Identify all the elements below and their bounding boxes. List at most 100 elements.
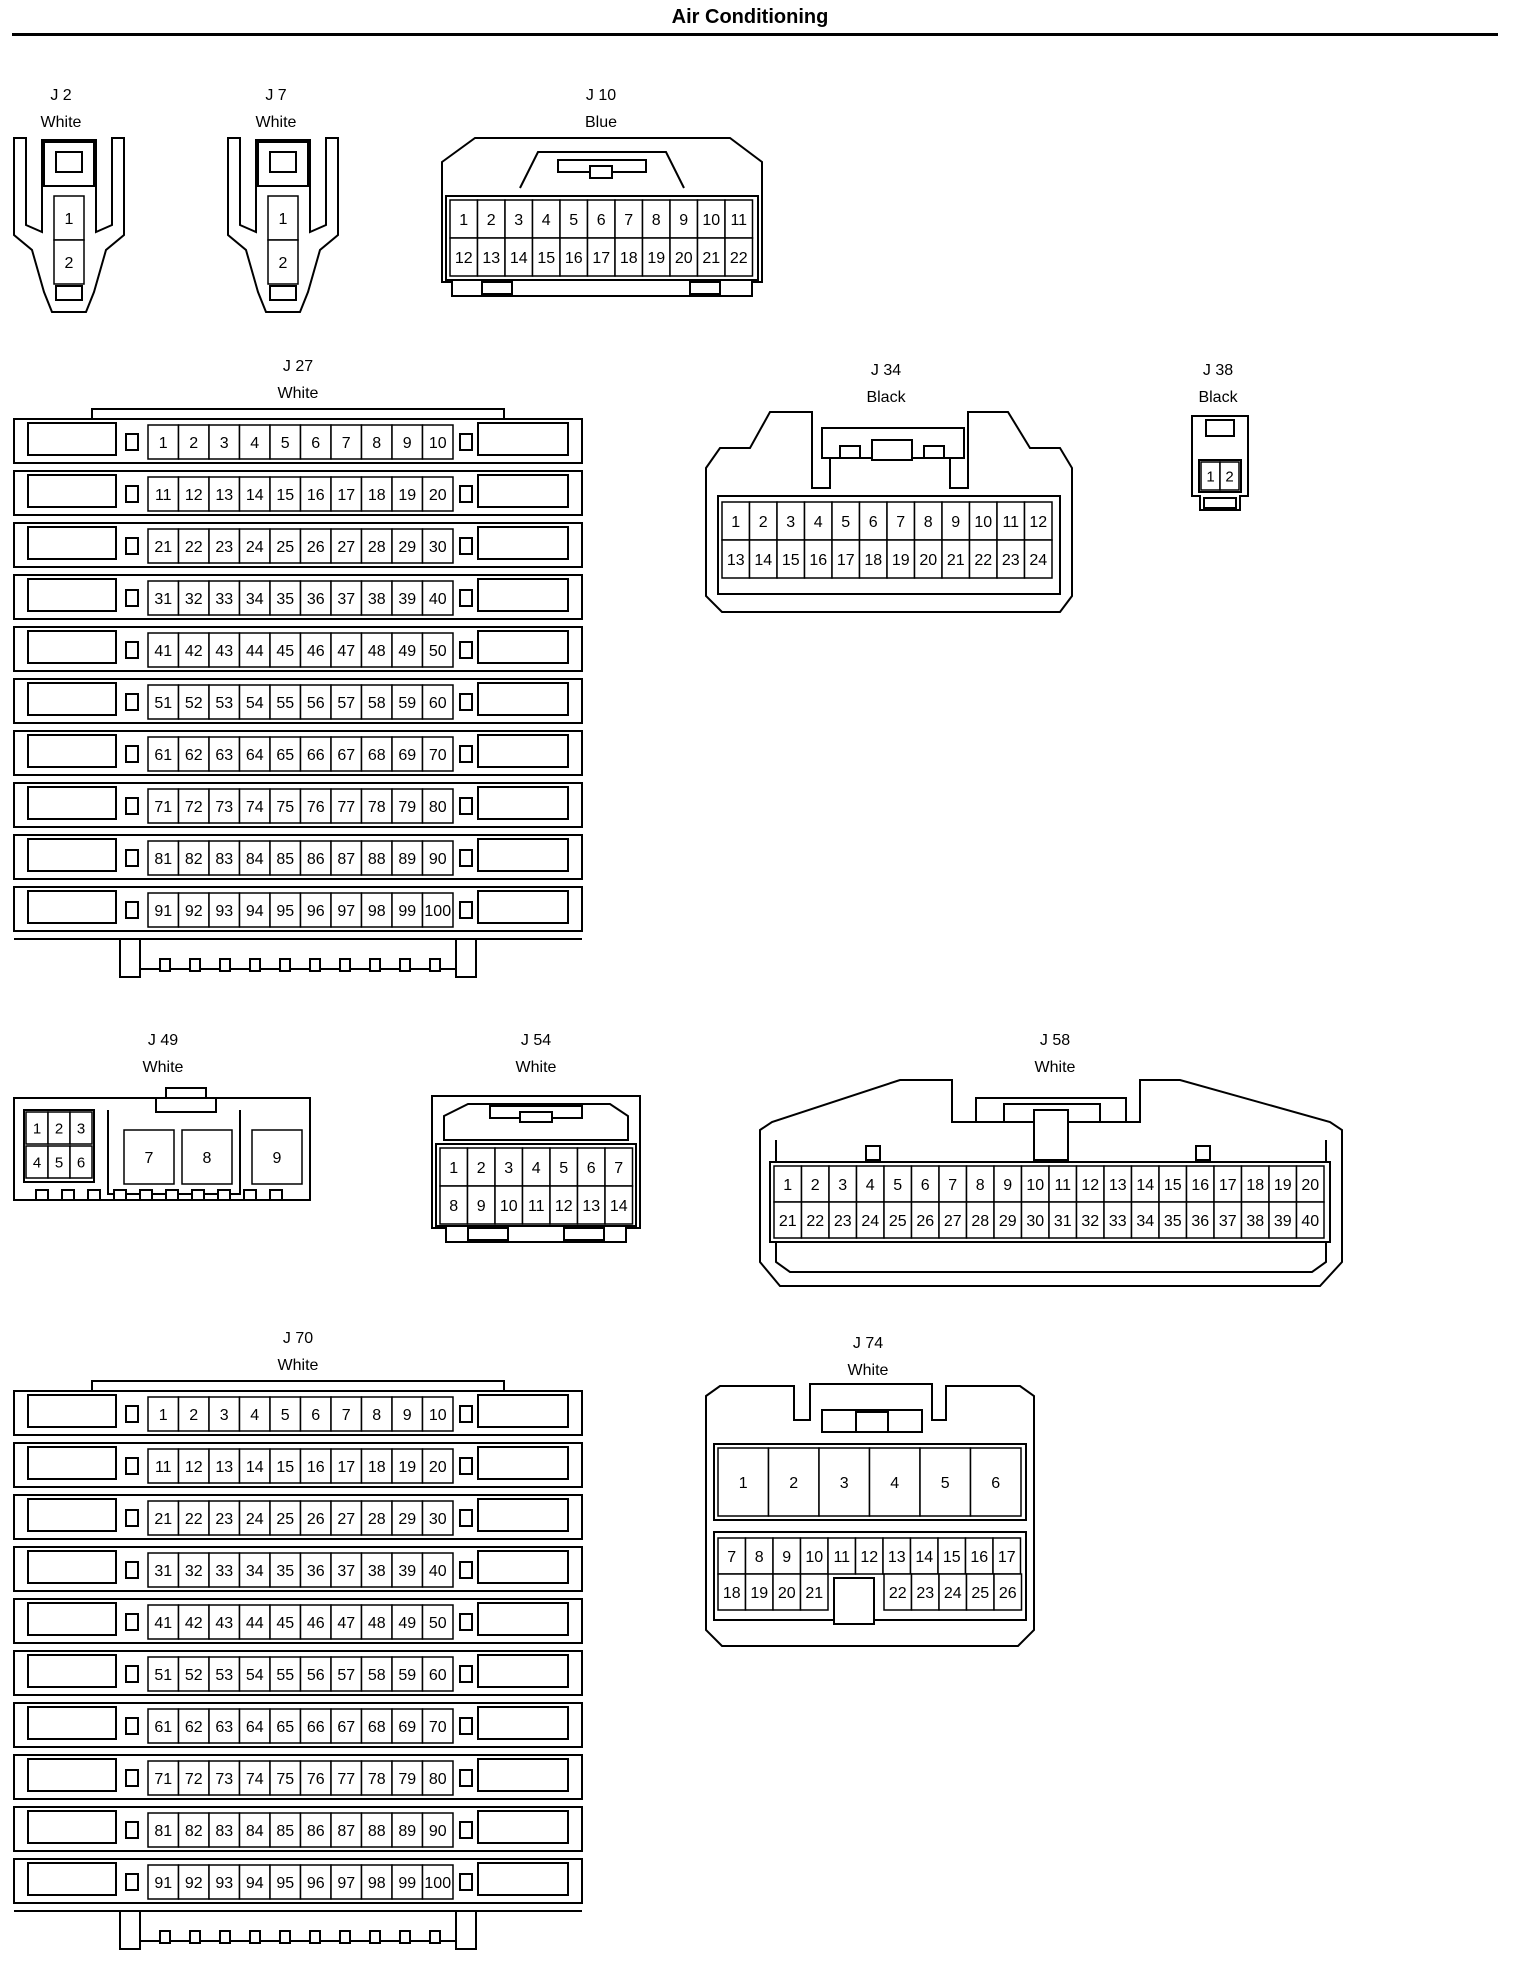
pin-cell bbox=[181, 1129, 233, 1185]
pin-cell bbox=[360, 1708, 393, 1744]
pin-cell bbox=[1213, 1165, 1243, 1203]
pin-number: 56 bbox=[307, 1667, 325, 1684]
row-key bbox=[459, 1509, 473, 1527]
connector-color: White bbox=[848, 1362, 889, 1379]
pin-cell bbox=[803, 539, 833, 579]
pin-number: 1 bbox=[1206, 468, 1214, 485]
pin-number: 84 bbox=[246, 851, 264, 868]
pin-number: 26 bbox=[307, 1511, 325, 1528]
pin-cell bbox=[669, 199, 699, 239]
pin-number: 26 bbox=[307, 539, 325, 556]
pin-cell bbox=[391, 1812, 424, 1848]
pin-number: 2 bbox=[189, 1407, 198, 1424]
pin-number: 2 bbox=[65, 255, 74, 272]
pin-cell bbox=[299, 580, 332, 616]
pin-cell bbox=[69, 1145, 93, 1179]
base-tooth bbox=[159, 1930, 171, 1944]
pin-cell bbox=[238, 1708, 271, 1744]
pin-cell bbox=[147, 840, 180, 876]
housing-outline bbox=[227, 137, 339, 313]
pin-number: 13 bbox=[482, 250, 500, 267]
housing-foot bbox=[191, 1189, 205, 1201]
pin-number: 96 bbox=[307, 1875, 325, 1892]
pin-cell bbox=[717, 1447, 770, 1517]
pin-number: 14 bbox=[246, 1459, 264, 1476]
connector-color: Blue bbox=[585, 114, 617, 131]
pin-cell bbox=[1130, 1165, 1160, 1203]
pin-number: 64 bbox=[246, 1719, 264, 1736]
pin-cell bbox=[559, 237, 589, 277]
housing-outline bbox=[1191, 415, 1249, 511]
pin-cell bbox=[1185, 1201, 1215, 1239]
pin-cell bbox=[267, 195, 299, 241]
pin-cell bbox=[549, 1185, 579, 1225]
pin-cell bbox=[208, 1448, 241, 1484]
pin-number: 86 bbox=[307, 851, 325, 868]
connector-color: White bbox=[516, 1059, 557, 1076]
pin-number: 66 bbox=[307, 747, 325, 764]
pin-number: 6 bbox=[869, 514, 878, 531]
pin-cell bbox=[421, 1812, 454, 1848]
pin-number: 47 bbox=[337, 1615, 355, 1632]
pin-number: 39 bbox=[398, 1563, 416, 1580]
pin-cell bbox=[147, 736, 180, 772]
row-slot bbox=[477, 1862, 569, 1896]
pin-cell bbox=[330, 788, 363, 824]
latch bbox=[975, 1097, 1127, 1122]
pin-cell bbox=[299, 684, 332, 720]
page-title: Air Conditioning bbox=[671, 6, 829, 28]
pin-number: 1 bbox=[65, 211, 74, 228]
pin-cell bbox=[421, 1864, 454, 1900]
pin-cell bbox=[177, 1708, 210, 1744]
pin-number: 3 bbox=[840, 1475, 849, 1492]
pin-number: 12 bbox=[1029, 514, 1047, 531]
row-plate bbox=[13, 678, 583, 724]
pin-number: 34 bbox=[246, 591, 264, 608]
pin-number: 97 bbox=[337, 903, 355, 920]
pin-cell bbox=[421, 892, 454, 928]
pin-cell bbox=[421, 684, 454, 720]
base-leg bbox=[119, 938, 141, 978]
pin-cell bbox=[238, 1604, 271, 1640]
connector-color: Black bbox=[1198, 389, 1238, 406]
row-plate bbox=[13, 730, 583, 776]
pin-number: 16 bbox=[307, 487, 325, 504]
pin-cell bbox=[147, 892, 180, 928]
pin-cell bbox=[299, 1552, 332, 1588]
pin-number: 15 bbox=[276, 487, 294, 504]
pin-cell bbox=[147, 684, 180, 720]
pin-number: 80 bbox=[429, 1771, 447, 1788]
pin-cell bbox=[828, 1201, 858, 1239]
row-slot bbox=[477, 1810, 569, 1844]
row-key bbox=[125, 1457, 139, 1475]
pin-cell bbox=[360, 788, 393, 824]
pin-cell bbox=[360, 424, 393, 460]
pin-number: 18 bbox=[1246, 1177, 1264, 1194]
pin-number: 23 bbox=[215, 539, 233, 556]
row-slot bbox=[27, 838, 117, 872]
pin-number: 9 bbox=[951, 514, 960, 531]
pin-number: 38 bbox=[1246, 1213, 1264, 1230]
pin-number: 41 bbox=[154, 1615, 172, 1632]
pin-cell bbox=[208, 788, 241, 824]
pin-number: 82 bbox=[185, 1823, 203, 1840]
pin-number: 15 bbox=[782, 552, 800, 569]
pin-number: 14 bbox=[754, 552, 772, 569]
base-tooth bbox=[249, 1930, 261, 1944]
base-tooth bbox=[219, 958, 231, 972]
pin-cell bbox=[177, 1864, 210, 1900]
pin-number: 9 bbox=[477, 1198, 486, 1215]
housing-foot bbox=[563, 1227, 605, 1241]
pin-cell bbox=[177, 1812, 210, 1848]
pin-number: 43 bbox=[215, 1615, 233, 1632]
pin-number: 3 bbox=[504, 1160, 513, 1177]
pin-number: 5 bbox=[281, 435, 290, 452]
pin-cell bbox=[360, 476, 393, 512]
pin-number: 83 bbox=[215, 851, 233, 868]
pin-number: 21 bbox=[154, 539, 172, 556]
connector-label: J 74 bbox=[853, 1335, 883, 1352]
pin-number: 14 bbox=[610, 1198, 628, 1215]
pin-number: 32 bbox=[185, 1563, 203, 1580]
